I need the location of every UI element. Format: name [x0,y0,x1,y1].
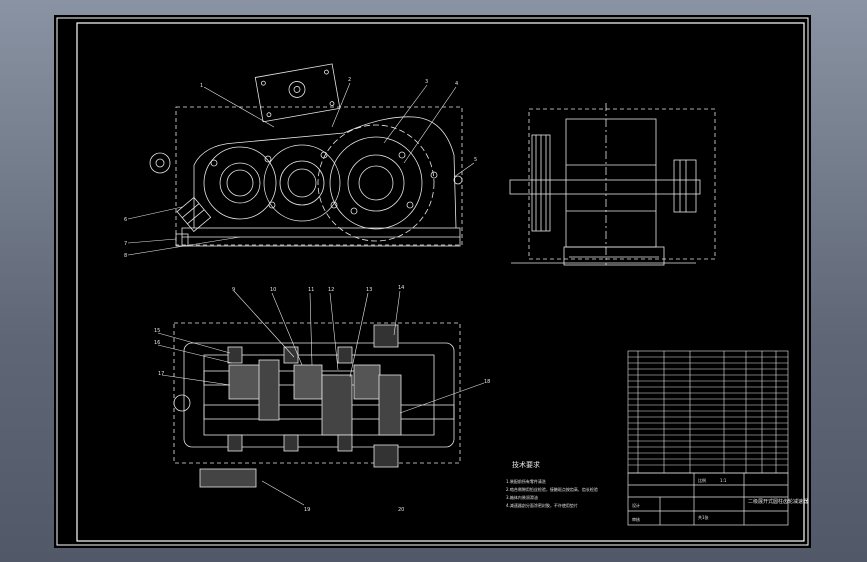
balloon: 8 [124,253,127,259]
balloon: 9 [232,287,235,293]
side-body [565,118,657,248]
gear-intermediate [263,144,341,222]
scale-label: 比例 [698,477,706,483]
lifting-eye [149,152,171,174]
sheet-label: 共1张 [698,514,709,520]
inspection-cover [254,63,341,123]
housing-inner [203,354,435,436]
outer-frame [56,17,809,546]
designer-label: 设计 [632,502,640,508]
front-body-outline [193,116,457,229]
balloon: 11 [308,287,314,293]
balloon: 5 [474,157,477,163]
balloon: 2 [348,77,351,83]
oil-gauge [176,196,212,233]
front-view-envelope [175,106,463,246]
title-block-frame [627,472,789,526]
pinion-3 [353,364,381,400]
balloon: 20 [398,507,404,513]
reducer-assembly-drawing: 1 2 3 4 5 6 7 8 9 10 11 12 13 14 15 16 1… [56,17,809,546]
input-coupling [199,468,257,488]
note-line: 2.啮合侧隙用铅丝检验，接触斑点按齿高、齿长检验 [506,486,598,492]
balloon: 19 [304,507,310,513]
balloon: 15 [154,328,160,334]
front-view [127,63,475,256]
title-block [627,472,789,526]
balloon: 13 [366,287,372,293]
bolt-side [173,394,191,412]
parts-list [627,350,789,474]
front-leader-lines [127,82,475,256]
balloon: 1 [200,83,203,89]
note-line: 1.装配前所有零件清洗 [506,478,546,484]
gear-2 [321,374,353,436]
side-shaft [509,179,701,195]
right-coupling [673,159,697,213]
balloon: 12 [328,287,334,293]
side-base [563,246,665,266]
pinion-1 [228,364,262,400]
gear-low-speed [329,136,423,230]
balloon: 14 [398,285,404,291]
technical-notes: 技术要求 1.装配前所有零件清洗 2.啮合侧隙用铅丝检验，接触斑点按齿高、齿长检… [506,460,598,508]
balloon: 17 [158,371,164,377]
side-view [509,103,716,266]
top-view-envelope [173,322,461,464]
gear-high-speed [203,146,277,220]
balloon: 18 [484,379,490,385]
checker-label: 审核 [632,516,640,522]
side-view-envelope [528,108,716,260]
balloon: 4 [455,81,458,87]
title-block-text: 二级展开式圆柱齿轮减速器 比例 1:1 共1张 设计 审核 [632,477,808,522]
front-bolts [210,151,463,215]
inner-frame [76,22,805,542]
top-leader-lines [157,290,485,506]
drawing-title: 二级展开式圆柱齿轮减速器 [748,498,808,505]
bearings [227,324,399,468]
drawing-sheet: 1 2 3 4 5 6 7 8 9 10 11 12 13 14 15 16 1… [54,15,811,548]
note-line: 3.箱体内装润滑油 [506,494,538,500]
balloon: 7 [124,241,127,247]
balloon: 6 [124,217,127,223]
balloon: 16 [154,340,160,346]
gear-1 [258,359,280,421]
top-view [157,290,485,506]
balloon-labels: 1 2 3 4 5 6 7 8 9 10 11 12 13 14 15 16 1… [124,77,490,513]
scale-value: 1:1 [720,478,727,483]
notes-title: 技术要求 [512,460,540,469]
balloon: 10 [270,287,276,293]
drain-plug [175,233,189,247]
note-line: 4.减速器剖分面涂密封胶，不许使用垫片 [506,502,578,508]
gear-3 [378,374,402,436]
balloon: 3 [425,79,428,85]
pinion-2 [293,364,323,400]
